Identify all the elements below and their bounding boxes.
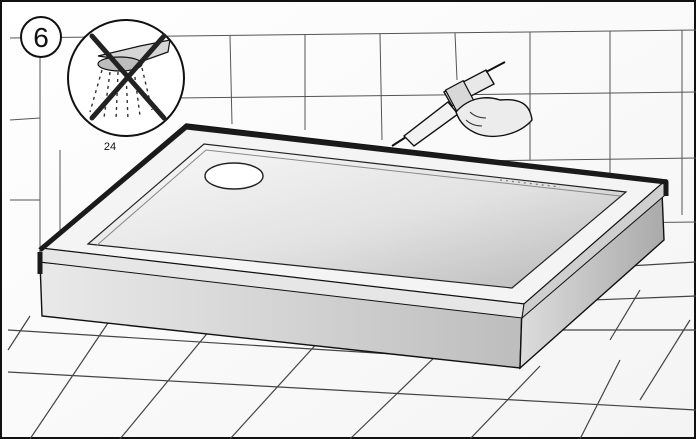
prohibited-cross-icon <box>89 33 167 121</box>
sealant-bead-wall <box>38 124 669 252</box>
step-number: 6 <box>33 22 49 53</box>
step-number-badge: 6 <box>20 16 62 58</box>
drain-icon <box>204 162 264 190</box>
cure-hours-label: 24 <box>104 141 116 153</box>
hand-icon <box>455 97 533 138</box>
no-shower-inset <box>67 19 185 137</box>
